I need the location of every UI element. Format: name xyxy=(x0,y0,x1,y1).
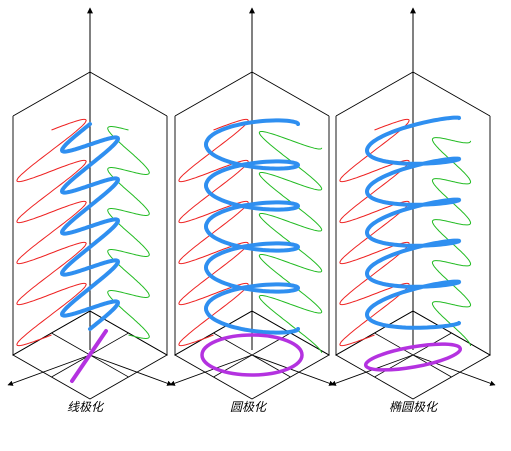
resultant-wave xyxy=(364,115,462,330)
red-component-wave xyxy=(178,118,249,347)
x-axis-arrow xyxy=(169,354,253,386)
left-wall xyxy=(335,72,414,356)
right-wall xyxy=(412,72,491,356)
green-component-wave xyxy=(431,137,472,346)
projection-ellipse xyxy=(363,342,463,372)
caption-circular: 圆极化 xyxy=(230,400,268,414)
caption-elliptical: 椭圆极化 xyxy=(389,400,439,414)
panel-circular xyxy=(169,7,335,400)
left-wall xyxy=(174,72,253,356)
projection-line xyxy=(70,329,108,383)
right-wall xyxy=(89,72,168,356)
top-edges xyxy=(335,71,491,117)
red-component-wave xyxy=(16,118,87,347)
top-edges xyxy=(12,71,168,117)
green-component-wave xyxy=(258,131,323,353)
caption-linear: 线极化 xyxy=(67,400,105,414)
resultant-wave xyxy=(59,122,121,331)
floor xyxy=(12,310,168,400)
panel-elliptical xyxy=(330,7,496,400)
green-component-wave xyxy=(107,126,150,339)
y-axis-arrow xyxy=(89,354,173,386)
y-axis-arrow xyxy=(412,354,496,386)
projection-circle xyxy=(200,333,304,377)
resultant-wave xyxy=(203,118,301,335)
x-axis-arrow xyxy=(7,354,91,386)
panel-linear xyxy=(7,7,173,400)
y-axis-arrow xyxy=(251,354,335,386)
red-component-wave xyxy=(339,118,410,347)
top-edges xyxy=(174,71,330,117)
